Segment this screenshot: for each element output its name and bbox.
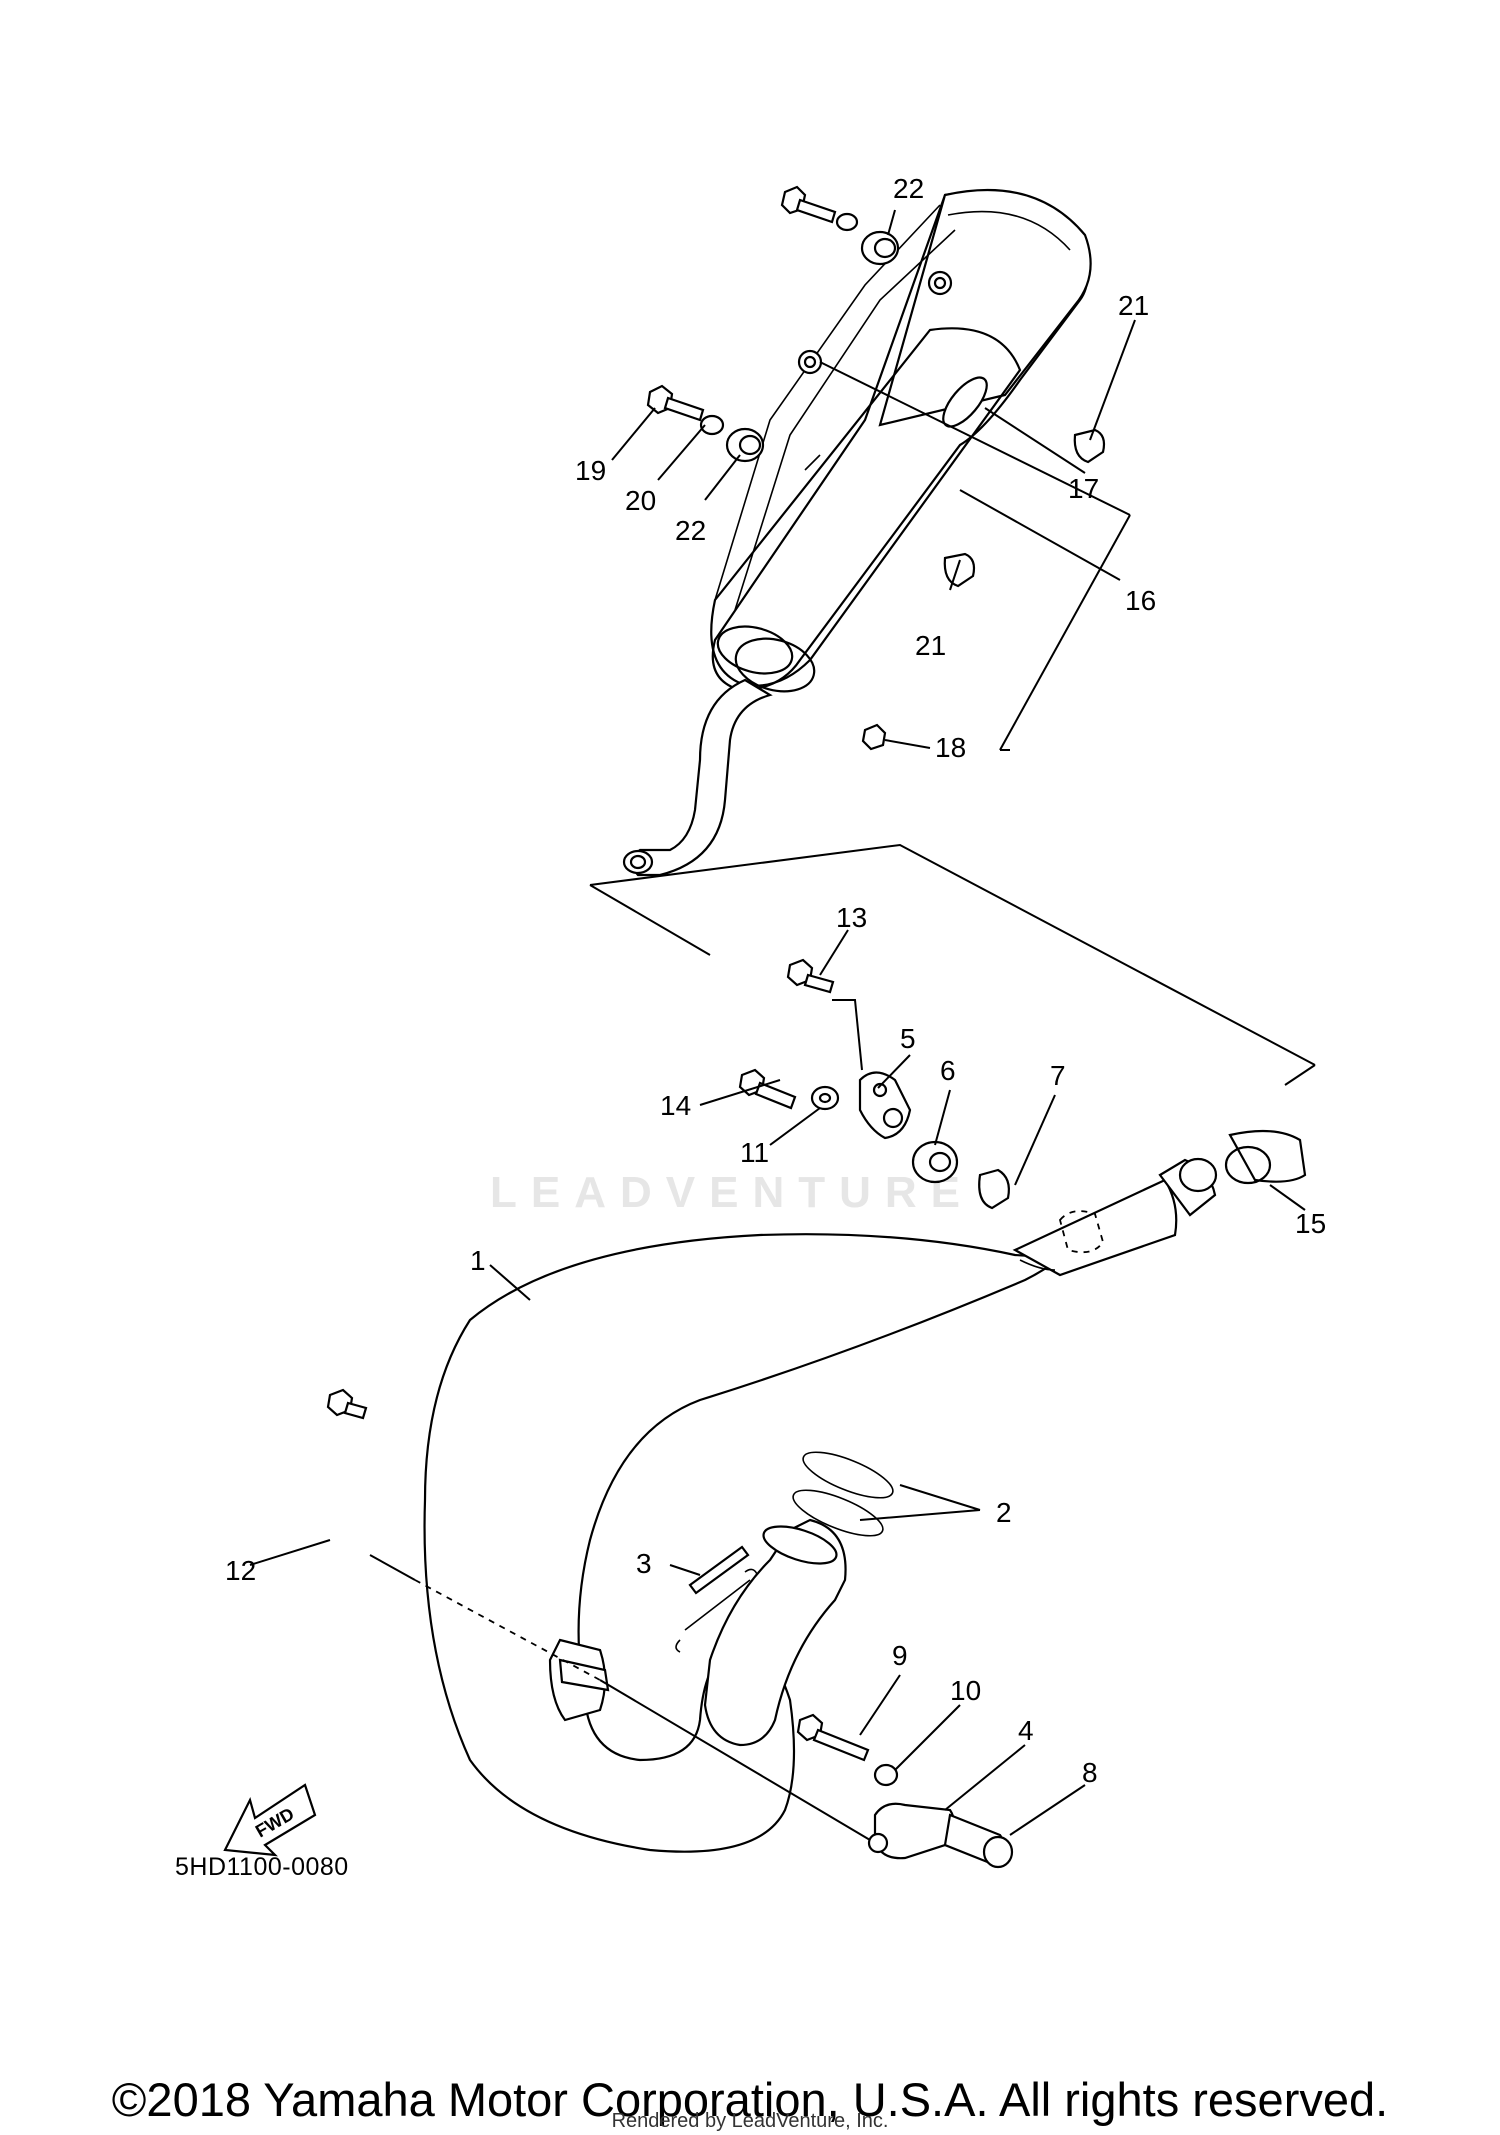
- callout-7: 7: [1050, 1060, 1066, 1091]
- callout-14: 14: [660, 1090, 691, 1121]
- callout-10: 10: [950, 1675, 981, 1706]
- lower-bracket-hardware: [326, 1388, 1014, 1869]
- rendered-by-credit: Rendered by LeadVenture, Inc.: [611, 2110, 889, 2132]
- callout-4: 4: [1018, 1715, 1034, 1746]
- callout-15: 15: [1295, 1208, 1326, 1239]
- callout-1: 1: [470, 1245, 486, 1276]
- callout-6: 6: [940, 1055, 956, 1086]
- callout-3: 3: [636, 1548, 652, 1579]
- copyright-notice: ©2018 Yamaha Motor Corporation, U.S.A. A…: [111, 2073, 1389, 2126]
- callout-21-upper: 21: [1118, 290, 1149, 321]
- callout-16: 16: [1125, 585, 1156, 616]
- callout-11: 11: [740, 1137, 769, 1168]
- callout-22-lower: 22: [675, 515, 706, 546]
- muffler-assembly: [710, 188, 1092, 693]
- callout-17: 17: [1068, 473, 1099, 504]
- leadventure-watermark: LEADVENTURE: [490, 1168, 975, 1217]
- exhaust-expansion-chamber: [423, 1157, 1218, 1853]
- drawing-code: 5HD1100-0080: [175, 1853, 349, 1881]
- bracket-hardware: [738, 958, 1307, 1210]
- callout-18: 18: [935, 732, 966, 763]
- callout-9: 9: [892, 1640, 908, 1671]
- header-pipe: [675, 1451, 894, 1747]
- callout-12: 12: [225, 1555, 256, 1586]
- muffler-inlet-pipe: [622, 678, 773, 877]
- leader-lines: [249, 209, 1316, 1841]
- callout-8: 8: [1082, 1757, 1098, 1788]
- callout-13: 13: [836, 902, 867, 933]
- callout-22-upper: 22: [893, 173, 924, 204]
- callout-19: 19: [575, 455, 606, 486]
- callout-2: 2: [996, 1497, 1012, 1528]
- callout-20: 20: [625, 485, 656, 516]
- part-callouts: 22 21 19 20 22 17 16 21 18 13 5 14 6 7 1…: [225, 173, 1326, 1788]
- upper-mount-hardware: [780, 185, 1106, 464]
- lower-mount-hardware: [646, 384, 976, 751]
- callout-21-lower: 21: [915, 630, 946, 661]
- forward-direction-arrow: FWD: [223, 1783, 317, 1857]
- callout-5: 5: [900, 1023, 916, 1054]
